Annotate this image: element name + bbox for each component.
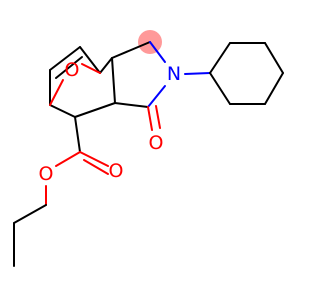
- bond-ch2-n: [149, 41, 166, 63]
- bond-c1-c2: [49, 46, 81, 71]
- bond-lactam-co-1: [147, 106, 153, 131]
- bond-cy-4: [264, 72, 284, 105]
- bond-obridge-c3: [81, 63, 101, 74]
- nitrogen-label: N: [167, 63, 181, 85]
- bond-ester-co-2: [83, 159, 109, 175]
- bond-c4-obridge: [49, 79, 64, 106]
- ester-carbonyl-oxygen-label: O: [109, 160, 124, 182]
- bond-c3-bridgehead: [99, 57, 113, 74]
- bond-c3-ch2: [111, 41, 151, 59]
- bond-c6-c3: [111, 57, 116, 104]
- bicyclic-core-bonds: [49, 41, 151, 118]
- bond-ester-co-1: [79, 151, 109, 167]
- molecule-structure: O N O O O: [13, 30, 284, 267]
- cyclohexyl-bonds: [184, 42, 284, 105]
- bond-cy-3: [264, 42, 284, 74]
- bond-propyl-1: [13, 204, 47, 224]
- bond-c4-c5: [49, 104, 76, 118]
- bond-n-cyclohexyl: [184, 72, 211, 75]
- ester-ether-oxygen-label: O: [39, 163, 54, 185]
- bond-lactam-co-2: [155, 105, 161, 129]
- bond-cy-6: [209, 72, 231, 105]
- bond-c5-c6: [74, 102, 116, 118]
- bond-c2-c3: [79, 46, 101, 74]
- lactam-oxygen-label: O: [149, 132, 164, 154]
- bond-n-carbonyl: [147, 85, 166, 108]
- lactam-bonds: [147, 41, 166, 131]
- ester-bonds: [13, 116, 109, 267]
- bridge-oxygen-label: O: [65, 59, 80, 81]
- bond-ester-c-o: [55, 151, 81, 167]
- bond-c6-carbonyl: [114, 102, 149, 108]
- bond-c1-c2-double: [55, 56, 83, 79]
- bond-c5-ester-c: [74, 116, 81, 153]
- bridge-oxygen-bonds: [49, 63, 101, 106]
- bond-cy-1: [209, 42, 231, 74]
